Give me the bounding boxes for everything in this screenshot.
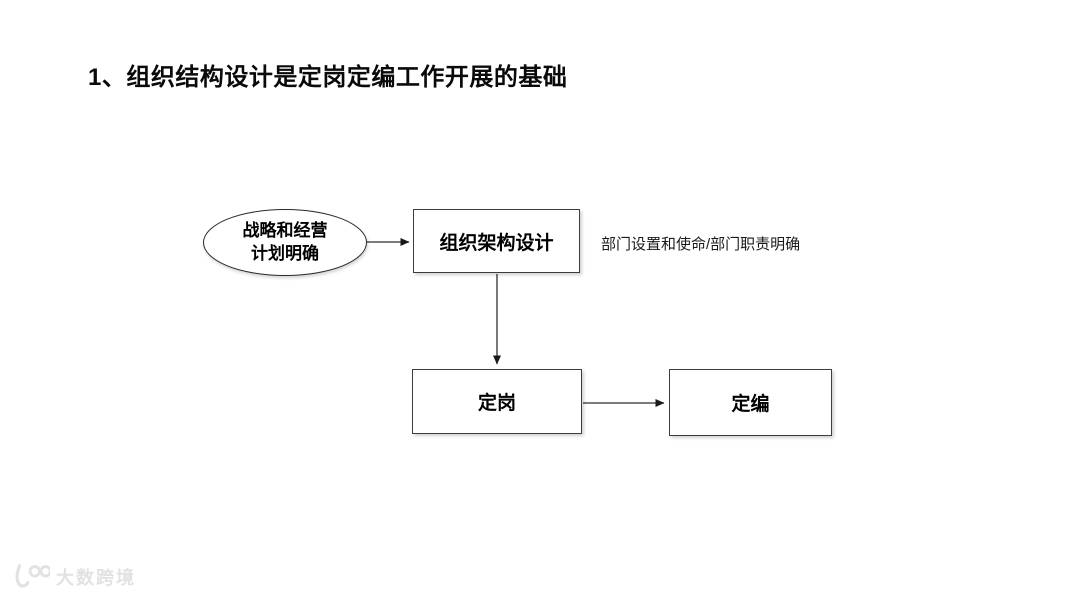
node-ding-gang: 定岗: [412, 369, 582, 434]
node-ding-bian: 定编: [669, 369, 832, 436]
slide-title: 1、组织结构设计是定岗定编工作开展的基础: [88, 64, 568, 91]
node-strategy-plan: 战略和经营 计划明确: [203, 209, 367, 276]
node-org-structure-design-label: 组织架构设计: [439, 232, 554, 254]
org-design-annotation: 部门设置和使命/部门职责明确: [601, 236, 801, 253]
node-ding-bian-label: 定编: [731, 394, 770, 415]
strategy-label-line1: 战略和经营: [242, 221, 328, 241]
watermark-100-logo: [15, 564, 50, 588]
strategy-label-line2: 计划明确: [251, 243, 319, 263]
node-org-structure-design: 组织架构设计: [413, 209, 580, 273]
watermark-text: 大数跨境: [56, 568, 136, 588]
node-ding-gang-label: 定岗: [477, 393, 516, 414]
watermark: 大数跨境: [12, 563, 136, 591]
node-strategy-plan-label: 战略和经营 计划明确: [243, 220, 328, 264]
